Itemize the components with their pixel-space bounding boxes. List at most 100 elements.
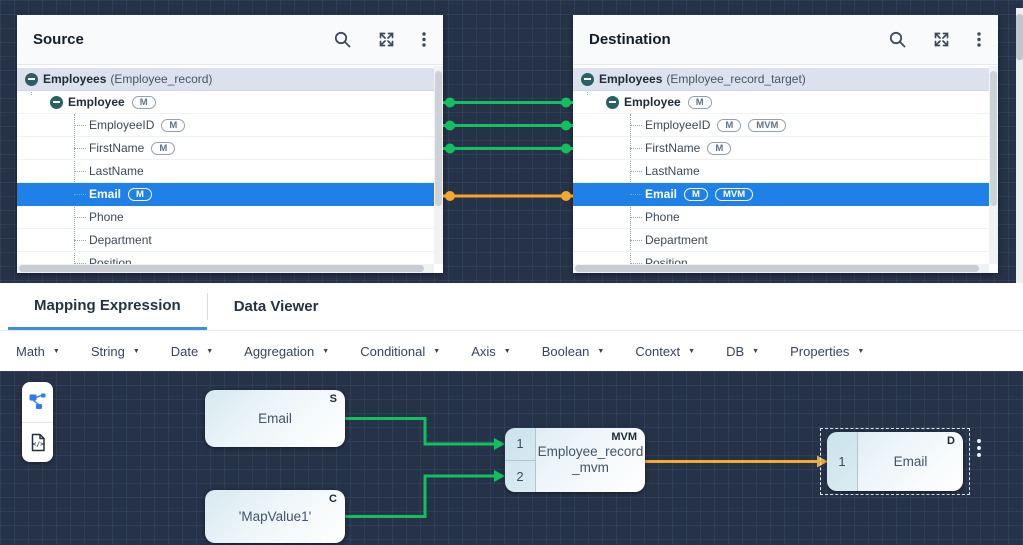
row-label: Employees — [599, 72, 663, 86]
input-ports: 1 — [827, 432, 858, 491]
tree-row-employees-root[interactable]: Employees (Employee_record) — [17, 68, 443, 91]
m-badge: M — [687, 95, 712, 109]
expand-icon[interactable] — [932, 30, 951, 49]
tree-row-employees-root[interactable]: Employees (Employee_record_target) — [573, 68, 998, 91]
horizontal-scrollbar-thumb[interactable] — [575, 265, 979, 272]
auto-layout-button[interactable] — [22, 382, 53, 422]
menu-conditional[interactable]: Conditional▼ — [360, 343, 441, 359]
node-mvm-map[interactable]: 1 2 MVM Employee_record _mvm — [505, 428, 645, 492]
expression-canvas: </> S Email C 'MapValue1' — [0, 371, 1023, 545]
mvm-badge: MVM — [748, 118, 787, 132]
row-type-suffix: (Employee_record) — [110, 72, 213, 86]
expand-icon[interactable] — [377, 30, 396, 49]
chevron-down-icon: ▼ — [132, 347, 140, 355]
tree-row-employee[interactable]: Employee M — [17, 91, 443, 114]
destination-panel-title: Destination — [589, 31, 671, 48]
chevron-down-icon: ▼ — [503, 347, 511, 355]
kebab-menu-icon[interactable] — [976, 30, 982, 49]
node-source-email[interactable]: S Email — [205, 390, 345, 447]
source-panel: Source Employees (Employee_record) Emp — [17, 15, 443, 273]
row-type-suffix: (Employee_record_target) — [666, 72, 806, 86]
m-badge: M — [131, 95, 156, 109]
m-badge: M — [707, 141, 732, 155]
row-label: FirstName — [89, 141, 145, 155]
map-link-email — [443, 191, 573, 201]
mvm-badge: MVM — [714, 187, 754, 201]
tree-stub — [630, 193, 642, 195]
horizontal-scrollbar-thumb[interactable] — [19, 265, 424, 272]
row-label: FirstName — [645, 141, 701, 155]
menu-properties[interactable]: Properties▼ — [790, 343, 865, 359]
node-constant-mapvalue[interactable]: C 'MapValue1' — [205, 490, 345, 543]
input-port-1[interactable]: 1 — [838, 454, 846, 469]
arrowhead — [494, 470, 505, 482]
node-label: 'MapValue1' — [238, 508, 312, 524]
menu-date[interactable]: Date▼ — [170, 343, 214, 359]
collapse-icon[interactable] — [606, 95, 619, 109]
kebab-menu-icon[interactable] — [421, 30, 427, 49]
map-link-employeeid — [443, 120, 573, 131]
vertical-scrollbar-thumb[interactable] — [435, 71, 442, 206]
menu-string[interactable]: String▼ — [90, 343, 140, 359]
view-code-button[interactable]: </> — [22, 421, 53, 463]
row-label: EmployeeID — [645, 118, 711, 132]
canvas-scrollbar-thumb[interactable] — [1016, 14, 1023, 60]
tree-stub — [630, 216, 642, 218]
source-panel-header: Source — [17, 15, 443, 65]
menu-aggregation[interactable]: Aggregation▼ — [244, 343, 330, 359]
tree-stub — [74, 147, 86, 149]
collapse-icon[interactable] — [50, 95, 63, 109]
tab-mapping-expression[interactable]: Mapping Expression — [8, 283, 207, 330]
input-port-1[interactable]: 1 — [516, 436, 524, 452]
menu-math[interactable]: Math▼ — [16, 343, 60, 359]
menu-boolean[interactable]: Boolean▼ — [541, 343, 605, 359]
tree-stub — [630, 170, 642, 172]
mapping-canvas: Source Employees (Employee_record) Emp — [0, 0, 1023, 283]
vertical-scrollbar-thumb[interactable] — [990, 71, 997, 206]
tree-stub — [74, 216, 86, 218]
link-mapvalue-to-port2 — [345, 474, 494, 518]
chevron-down-icon: ▼ — [206, 347, 214, 355]
search-icon[interactable] — [888, 30, 907, 49]
collapse-icon[interactable] — [581, 72, 594, 86]
menu-db[interactable]: DB▼ — [726, 343, 760, 359]
m-badge: M — [161, 118, 186, 132]
node-type-letter: C — [329, 493, 337, 505]
chevron-down-icon: ▼ — [857, 347, 865, 355]
tree-row-phone[interactable]: Phone — [573, 206, 998, 229]
collapse-icon[interactable] — [25, 72, 38, 86]
input-port-2[interactable]: 2 — [505, 459, 535, 493]
search-icon[interactable] — [333, 30, 352, 49]
node-kebab-menu-icon[interactable] — [977, 439, 981, 457]
arrowhead — [494, 438, 505, 450]
tree-row-department[interactable]: Department — [17, 229, 443, 252]
source-panel-title: Source — [33, 31, 84, 48]
chevron-down-icon: ▼ — [433, 347, 441, 355]
tree-row-phone[interactable]: Phone — [17, 206, 443, 229]
tree-row-lastname[interactable]: LastName — [17, 160, 443, 183]
menu-axis[interactable]: Axis▼ — [471, 343, 511, 359]
canvas-scrollbar[interactable] — [1016, 8, 1023, 283]
node-destination-email[interactable]: 1 D Email — [827, 432, 963, 491]
row-label: Phone — [645, 210, 680, 224]
tree-row-firstname[interactable]: FirstName M — [17, 137, 443, 160]
tree-row-lastname[interactable]: LastName — [573, 160, 998, 183]
destination-panel-header: Destination — [573, 15, 998, 65]
row-label: LastName — [645, 164, 700, 178]
tree-row-employeeid[interactable]: EmployeeID M MVM — [573, 114, 998, 137]
chevron-down-icon: ▼ — [597, 347, 605, 355]
chevron-down-icon: ▼ — [322, 347, 330, 355]
tree-row-department[interactable]: Department — [573, 229, 998, 252]
tree-row-employeeid[interactable]: EmployeeID M — [17, 114, 443, 137]
row-label: Phone — [89, 210, 124, 224]
source-tree: Employees (Employee_record) Employee M E… — [17, 65, 443, 273]
tree-row-email-selected[interactable]: Email M MVM — [573, 183, 998, 206]
menu-context[interactable]: Context▼ — [635, 343, 696, 359]
tab-data-viewer[interactable]: Data Viewer — [208, 283, 345, 330]
m-badge: M — [151, 141, 176, 155]
tree-row-employee[interactable]: Employee M — [573, 91, 998, 114]
code-file-icon: </> — [31, 433, 45, 451]
tree-stub — [74, 239, 86, 241]
tree-row-firstname[interactable]: FirstName M — [573, 137, 998, 160]
tree-row-email-selected[interactable]: Email M — [17, 183, 443, 206]
